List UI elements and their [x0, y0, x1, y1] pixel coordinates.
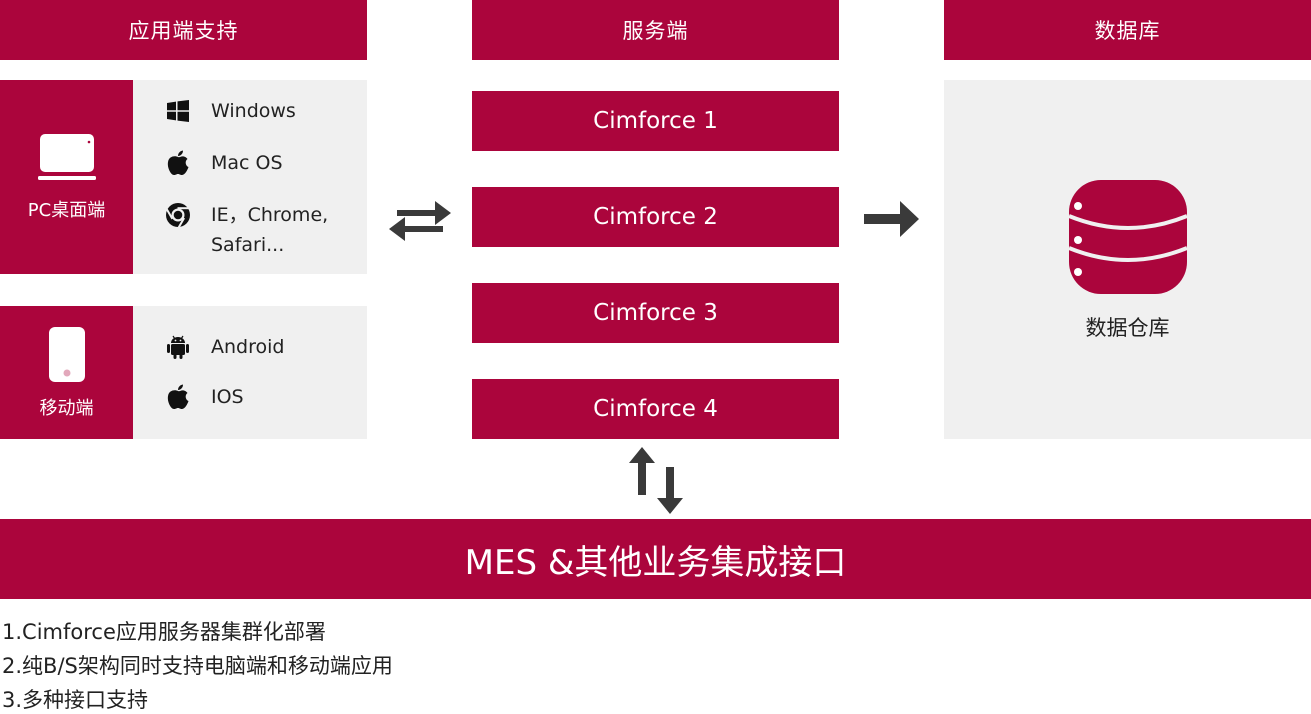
android-icon	[165, 334, 191, 360]
pc-platform-list: Windows Mac OS IE，Chrome, Safari...	[133, 80, 367, 274]
mobile-label: 移动端	[39, 398, 94, 419]
database-label: 数据仓库	[1085, 316, 1170, 340]
laptop-icon	[38, 134, 96, 180]
database-panel: 数据仓库	[944, 80, 1311, 439]
phone-icon	[49, 327, 85, 382]
note-3: 3.多种接口支持	[2, 688, 149, 712]
apple-icon	[165, 384, 191, 410]
platform-android: Android	[165, 334, 284, 362]
platform-label: Android	[211, 336, 285, 358]
pc-desktop-label: PC桌面端	[27, 200, 106, 221]
platform-label: Windows	[211, 100, 296, 122]
bidirectional-arrow-icon	[389, 201, 451, 241]
note-1: 1.Cimforce应用服务器集群化部署	[2, 620, 326, 644]
platform-windows: Windows	[165, 98, 296, 126]
server-box-2: Cimforce 2	[472, 187, 839, 247]
database-icon	[1068, 180, 1188, 294]
platform-label: Mac OS	[211, 152, 283, 174]
note-2: 2.纯B/S架构同时支持电脑端和移动端应用	[2, 654, 393, 678]
pc-desktop-tile: PC桌面端	[0, 80, 133, 274]
platform-ios: IOS	[165, 384, 244, 412]
apple-icon	[165, 150, 191, 176]
platform-label-line2: Safari...	[211, 234, 285, 256]
header-server: 服务端	[472, 0, 839, 60]
platform-macos: Mac OS	[165, 150, 283, 178]
server-box-1: Cimforce 1	[472, 91, 839, 151]
platform-browsers: IE，Chrome, Safari...	[165, 202, 328, 260]
mobile-platform-list: Android IOS	[133, 306, 367, 439]
platform-label-line1: IE，Chrome,	[211, 204, 329, 226]
platform-label: IE，Chrome, Safari...	[211, 200, 328, 260]
up-down-arrow-icon	[629, 447, 683, 514]
server-box-3: Cimforce 3	[472, 283, 839, 343]
server-box-4: Cimforce 4	[472, 379, 839, 439]
header-database: 数据库	[944, 0, 1311, 60]
right-arrow-icon	[864, 201, 919, 237]
chrome-icon	[165, 202, 191, 228]
mobile-tile: 移动端	[0, 306, 133, 439]
header-client-support: 应用端支持	[0, 0, 367, 60]
platform-label: IOS	[211, 386, 244, 408]
integration-bar: MES &其他业务集成接口	[0, 519, 1311, 599]
windows-icon	[165, 98, 191, 124]
